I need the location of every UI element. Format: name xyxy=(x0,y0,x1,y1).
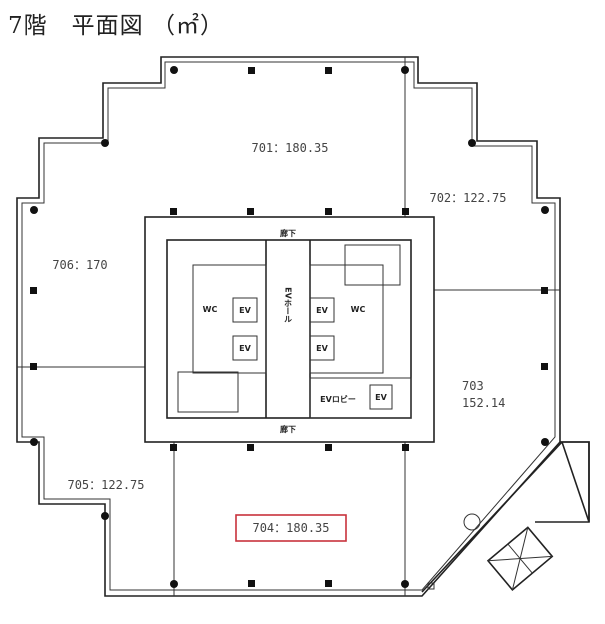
annex-wall xyxy=(535,441,590,523)
unit-702-label: 702：122.75 xyxy=(429,191,506,205)
ev-lobby-room xyxy=(309,377,412,419)
ev-label: EV xyxy=(316,344,328,353)
unit-705-label: 705：122.75 xyxy=(67,478,144,492)
ev-hall-label: EVホール xyxy=(284,287,293,323)
corridor-label: 廊下 xyxy=(280,424,296,434)
core-inner-wall xyxy=(166,239,412,419)
core-outer-wall xyxy=(144,216,435,443)
ev-label: EV xyxy=(316,306,328,315)
columns xyxy=(30,66,549,588)
annex-diagonal-wall xyxy=(421,441,563,593)
wc-label: WC xyxy=(203,305,218,314)
ev-lobby-label: EVロビー xyxy=(320,394,356,404)
unit-703-label: 703 xyxy=(462,379,484,393)
ev-label: EV xyxy=(375,393,387,402)
unit-703-area: 152.14 xyxy=(462,396,505,410)
elevators: EV EV EV EV EV xyxy=(232,297,393,410)
ev-label: EV xyxy=(239,306,251,315)
outer-wall-inner xyxy=(21,61,556,591)
unit-704-highlight xyxy=(235,514,347,542)
stair-box xyxy=(486,526,554,591)
shaft-icon xyxy=(427,582,435,590)
unit-704-label: 704：180.35 xyxy=(252,521,329,535)
stair-right xyxy=(344,244,401,286)
valve-icon xyxy=(463,513,481,531)
stair-left xyxy=(177,371,239,413)
wc-right xyxy=(309,264,384,374)
unit-706-label: 706：170 xyxy=(52,258,107,272)
corridor-label: 廊下 xyxy=(280,228,296,238)
wc-label: WC xyxy=(351,305,366,314)
unit-701-label: 701：180.35 xyxy=(251,141,328,155)
ev-label: EV xyxy=(239,344,251,353)
floor-plan-title: 7階 平面図 （㎡） xyxy=(8,13,224,39)
wc-left xyxy=(192,264,267,374)
